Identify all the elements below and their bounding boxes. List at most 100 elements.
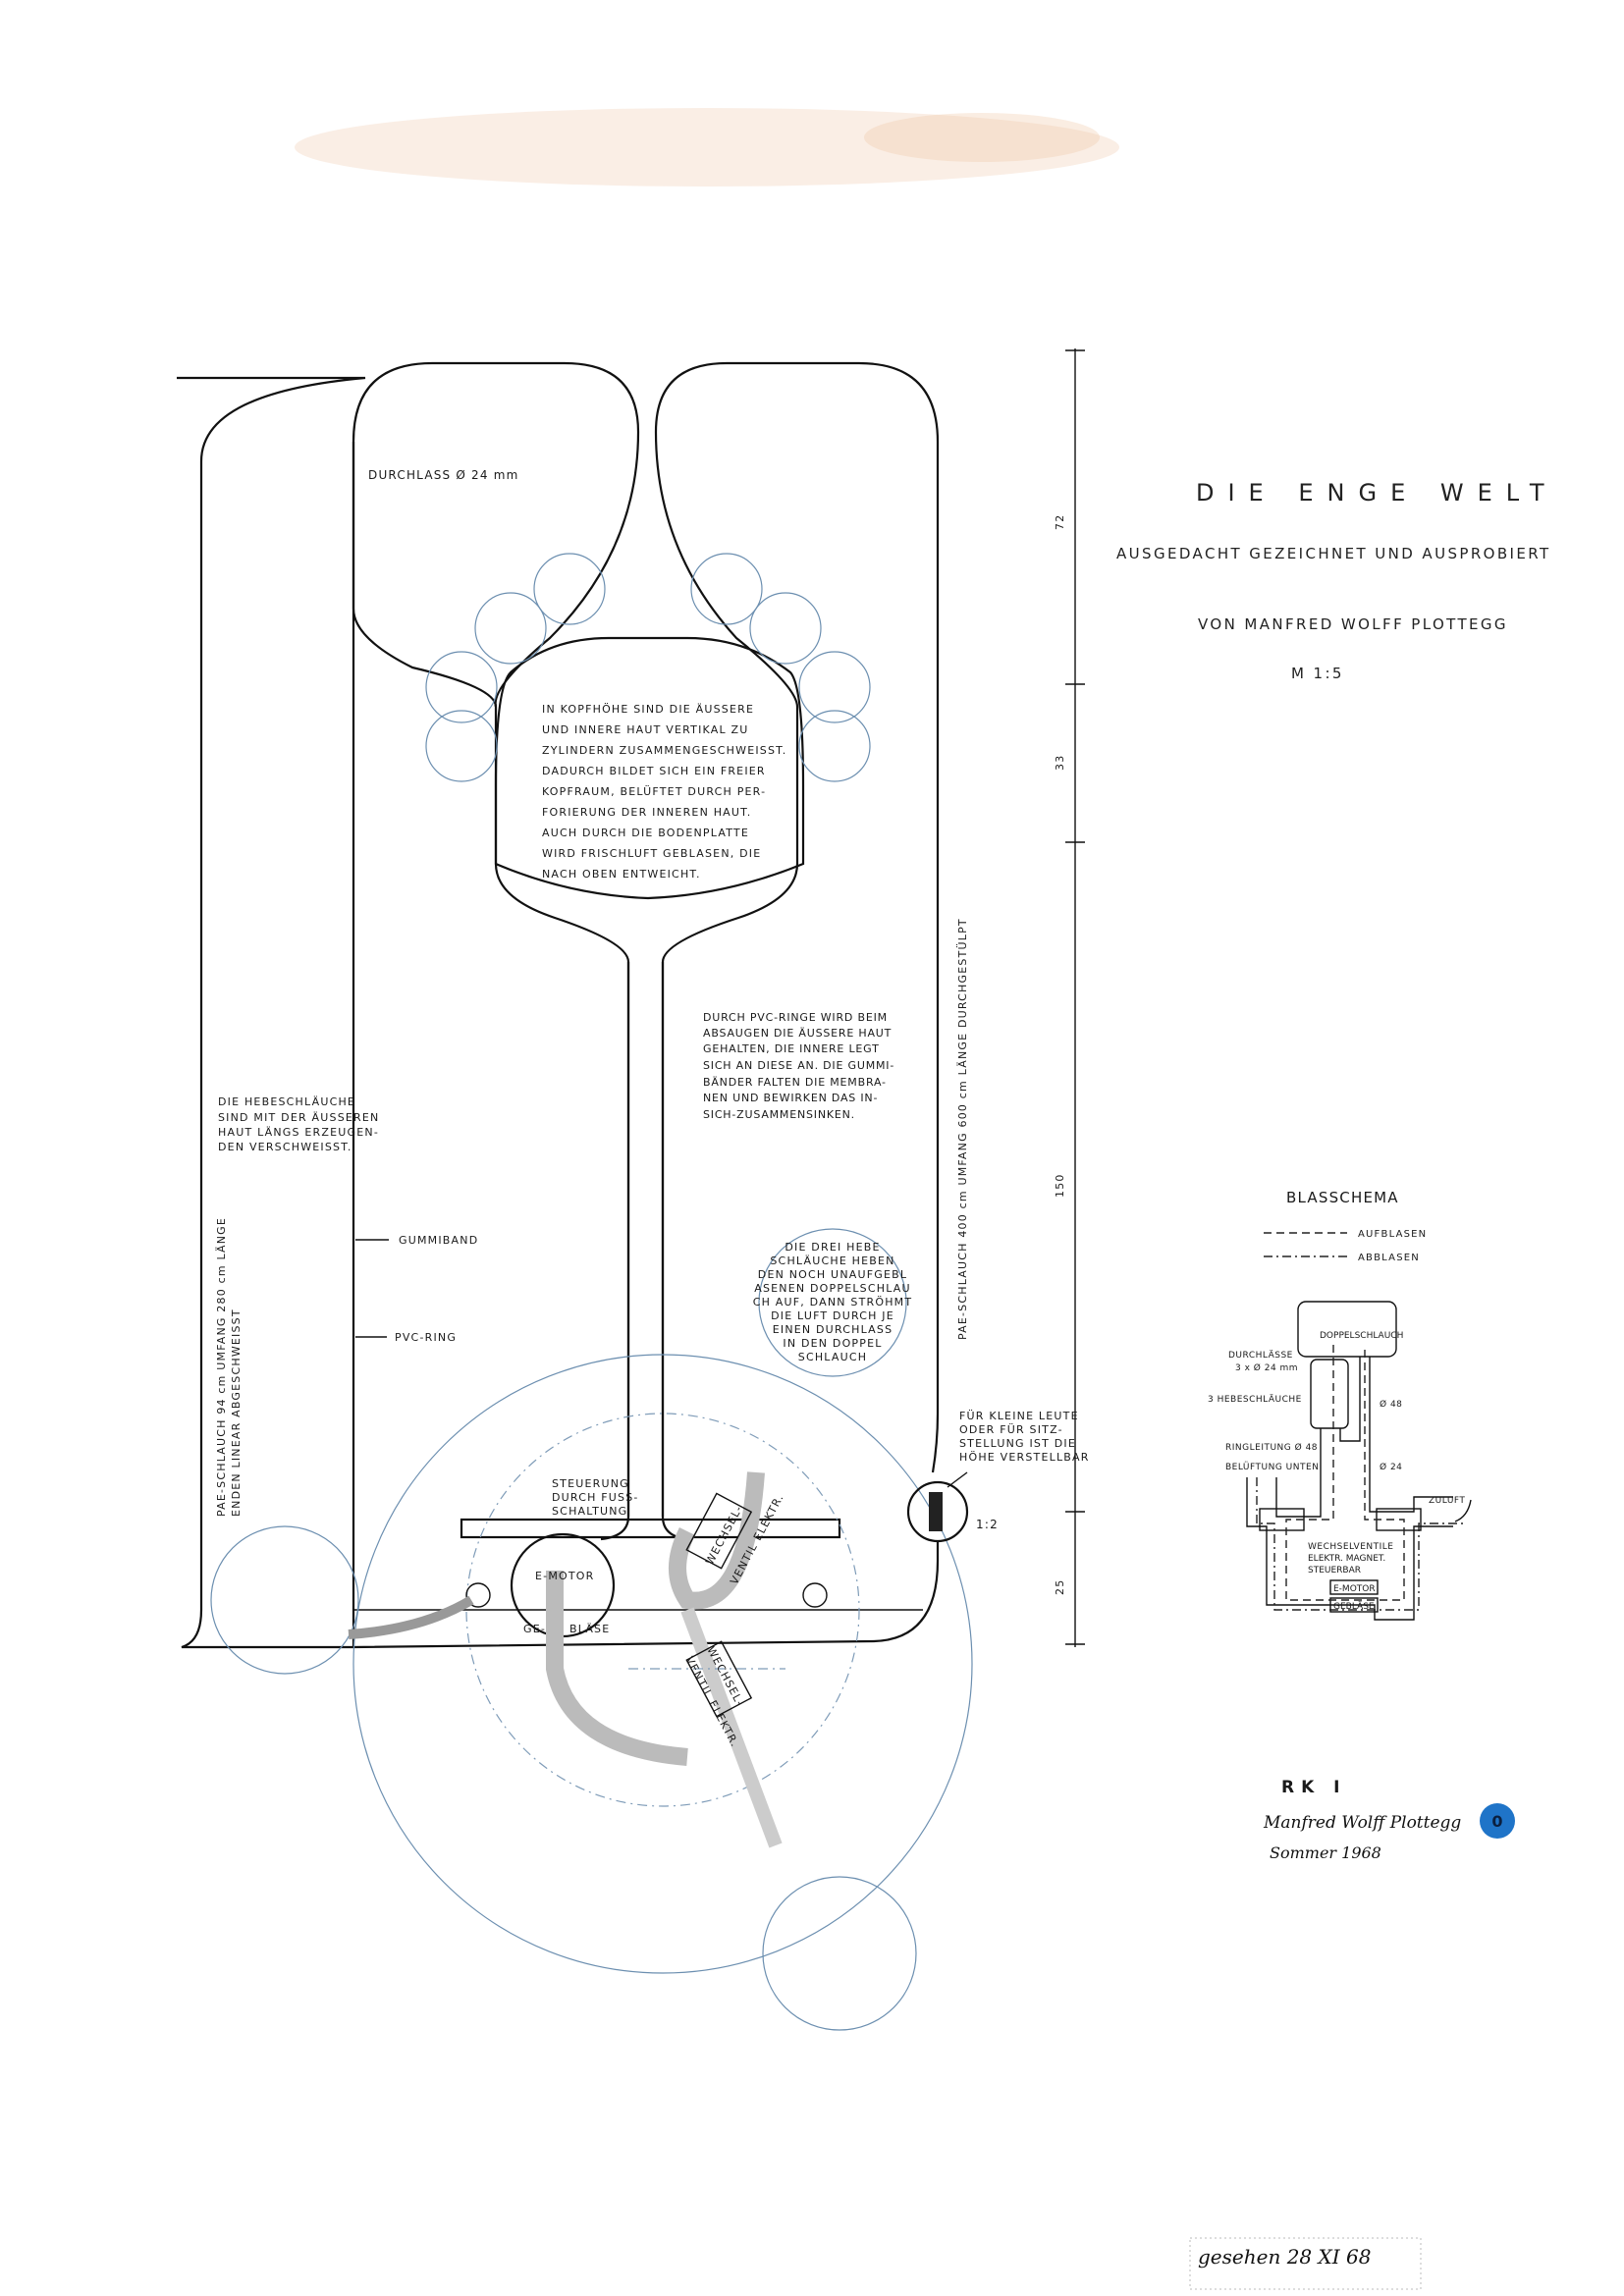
steuerung-label: STEUERUNG DURCH FUSS- SCHALTUNG (552, 1477, 639, 1518)
schema-geblaese: GEBLÄSE (1333, 1601, 1375, 1612)
detail-circle (906, 1480, 969, 1543)
dimension-72: 72 (1054, 514, 1066, 530)
pvc-ring-label: PVC-RING (395, 1331, 457, 1344)
legend-aufblasen: AUFBLASEN (1358, 1229, 1427, 1240)
scale: M 1:5 (1291, 665, 1344, 682)
kopf-note: IN KOPFHÖHE SIND DIE ÄUSSERE UND INNERE … (542, 703, 786, 881)
svg-text:DIE LUFT DURCH JE: DIE LUFT DURCH JE (771, 1309, 894, 1322)
schema-durchlaesse-size: 3 x Ø 24 mm (1235, 1362, 1298, 1373)
body-outline (352, 361, 640, 1541)
stamp-box (1189, 2237, 1422, 2290)
schema-title: BLASSCHEMA (1286, 1189, 1399, 1206)
svg-text:STELLUNG IST DIE: STELLUNG IST DIE (959, 1437, 1076, 1450)
kopfraum-outline (494, 636, 805, 900)
geblaese-label-1: GE- (523, 1623, 546, 1635)
schema-diagram (1246, 1301, 1472, 1621)
svg-text:DEN NOCH UNAUFGEBL: DEN NOCH UNAUFGEBL (758, 1268, 907, 1281)
schema-hebeschlaeuche: 3 HEBESCHLÄUCHE (1208, 1394, 1302, 1405)
left-vertical-note-1: PAE-SCHLAUCH 94 cm UMFANG 280 cm LÄNGE (215, 1217, 228, 1517)
left-vertical-note-2: ENDEN LINEAR ABGESCHWEISST (230, 1308, 243, 1517)
svg-text:STEUERUNG: STEUERUNG (552, 1477, 629, 1490)
schema-ringleitung: RINGLEITUNG Ø 48 (1225, 1442, 1318, 1453)
svg-text:SCHLAUCH: SCHLAUCH (798, 1351, 867, 1363)
author: VON MANFRED WOLFF PLOTTEGG (1198, 615, 1508, 633)
svg-text:NEN UND BEWIRKEN DAS IN-: NEN UND BEWIRKEN DAS IN- (703, 1092, 878, 1104)
svg-text:ABSAUGEN DIE ÄUSSERE HAUT: ABSAUGEN DIE ÄUSSERE HAUT (703, 1027, 892, 1040)
svg-text:SIND MIT DER ÄUSSEREN: SIND MIT DER ÄUSSEREN (218, 1111, 379, 1124)
svg-text:ASENEN DOPPELSCHLAU: ASENEN DOPPELSCHLAU (754, 1282, 911, 1295)
svg-text:HAUT LÄNGS ERZEUGEN-: HAUT LÄNGS ERZEUGEN- (218, 1126, 379, 1139)
valve-plus-box (685, 1492, 753, 1570)
title: DIE ENGE WELT (1196, 479, 1557, 507)
gummiband-label: GUMMIBAND (399, 1234, 478, 1247)
svg-text:DURCH FUSS-: DURCH FUSS- (552, 1491, 639, 1504)
hebe-note: DIE HEBESCHLÄUCHE SIND MIT DER ÄUSSEREN … (218, 1095, 379, 1153)
schema-belueftung: BELÜFTUNG UNTEN (1225, 1462, 1319, 1472)
footprint-circle (352, 1354, 973, 1974)
pvc-note: DURCH PVC-RINGE WIRD BEIM ABSAUGEN DIE Ä… (703, 1011, 893, 1121)
emotor-label: E-MOTOR (535, 1570, 595, 1582)
svg-text:SCHALTUNG: SCHALTUNG (552, 1505, 627, 1518)
schema-emotor: E-MOTOR (1333, 1584, 1376, 1594)
head-rings (425, 553, 871, 782)
paper-stain (864, 113, 1100, 162)
schema-durchlaesse: DURCHLÄSSE (1228, 1350, 1293, 1361)
right-vertical-note: PAE-SCHLAUCH 400 cm UMFANG 600 cm LÄNGE … (956, 918, 969, 1340)
body-outline-right (931, 442, 940, 1473)
svg-text:BÄNDER FALTEN DIE MEMBRA-: BÄNDER FALTEN DIE MEMBRA- (703, 1076, 887, 1089)
inner-circle (465, 1413, 860, 1807)
badge-circle (1480, 1803, 1515, 1839)
dimension-25: 25 (1054, 1579, 1066, 1595)
legend-abblasen: ABBLASEN (1358, 1253, 1420, 1263)
svg-text:AUCH DURCH DIE BODENPLATTE: AUCH DURCH DIE BODENPLATTE (542, 827, 749, 839)
base-plate (460, 1518, 841, 1539)
aux-circle (762, 1876, 917, 2031)
body-outline (352, 442, 498, 708)
durchlass-label: DURCHLASS Ø 24 mm (368, 468, 519, 482)
svg-text:DIE HEBESCHLÄUCHE: DIE HEBESCHLÄUCHE (218, 1095, 355, 1108)
small-circle (465, 1582, 491, 1608)
svg-text:DADURCH BILDET SICH EIN FREIER: DADURCH BILDET SICH EIN FREIER (542, 765, 766, 777)
svg-text:UND INNERE HAUT VERTIKAL ZU: UND INNERE HAUT VERTIKAL ZU (542, 723, 749, 736)
body-outline-right (654, 361, 940, 1541)
signature-date: Sommer 1968 (1270, 1843, 1381, 1862)
sheet-code: RK I (1281, 1778, 1347, 1797)
svg-text:IN KOPFHÖHE SIND DIE ÄUSSERE: IN KOPFHÖHE SIND DIE ÄUSSERE (542, 703, 754, 716)
schema-zuluft: ZULUFT (1429, 1496, 1465, 1506)
svg-text:CH AUF, DANN STRÖHMT: CH AUF, DANN STRÖHMT (753, 1296, 913, 1308)
schema-d48: Ø 48 (1380, 1399, 1402, 1410)
svg-text:WIRD FRISCHLUFT GEBLASEN, DIE: WIRD FRISCHLUFT GEBLASEN, DIE (542, 847, 761, 860)
detail-arrow (947, 1471, 968, 1488)
valve-minus-box (685, 1640, 753, 1718)
svg-text:IN DEN DOPPEL: IN DEN DOPPEL (783, 1337, 882, 1350)
note-circle (758, 1228, 907, 1377)
stamp-text: gesehen 28 XI 68 (1198, 2245, 1371, 2269)
svg-text:KOPFRAUM, BELÜFTET DURCH PER-: KOPFRAUM, BELÜFTET DURCH PER- (542, 785, 766, 798)
dimension-33: 33 (1054, 755, 1066, 771)
dimension-150: 150 (1054, 1173, 1066, 1198)
body-base (352, 1541, 940, 1649)
detail-scale: 1:2 (976, 1518, 999, 1531)
schema-wechselventile: WECHSELVENTILE (1308, 1542, 1394, 1552)
aux-circle (210, 1525, 359, 1675)
geblaese-label-2: BLÄSE (569, 1623, 610, 1635)
klein-note: FÜR KLEINE LEUTE ODER FÜR SITZ- STELLUNG… (959, 1410, 1090, 1464)
subtitle: AUSGEDACHT GEZEICHNET UND AUSPROBIERT (1116, 545, 1551, 562)
svg-text:DURCH PVC-RINGE WIRD BEIM: DURCH PVC-RINGE WIRD BEIM (703, 1011, 888, 1024)
signature: Manfred Wolff Plottegg (1263, 1813, 1461, 1833)
schema-steuerbar: STEUERBAR (1308, 1566, 1361, 1575)
svg-text:SICH-ZUSAMMENSINKEN.: SICH-ZUSAMMENSINKEN. (703, 1108, 855, 1121)
badge-label: 0 (1491, 1812, 1502, 1831)
svg-text:HÖHE VERSTELLBAR: HÖHE VERSTELLBAR (959, 1451, 1090, 1464)
small-circle (802, 1582, 828, 1608)
svg-text:ZYLINDERN ZUSAMMENGESCHWEISST.: ZYLINDERN ZUSAMMENGESCHWEISST. (542, 744, 786, 757)
svg-text:EINEN DURCHLASS: EINEN DURCHLASS (773, 1323, 893, 1336)
svg-text:FORIERUNG DER INNEREN HAUT.: FORIERUNG DER INNEREN HAUT. (542, 806, 751, 819)
svg-text:GEHALTEN, DIE INNERE LEGT: GEHALTEN, DIE INNERE LEGT (703, 1042, 880, 1055)
hebeschlauch-outline (177, 376, 366, 1649)
schema-doppelschlauch: DOPPELSCHLAUCH (1320, 1331, 1403, 1341)
detail-clip (929, 1492, 943, 1531)
hose-coils (348, 1471, 783, 1848)
svg-text:DEN VERSCHWEISST.: DEN VERSCHWEISST. (218, 1141, 352, 1153)
